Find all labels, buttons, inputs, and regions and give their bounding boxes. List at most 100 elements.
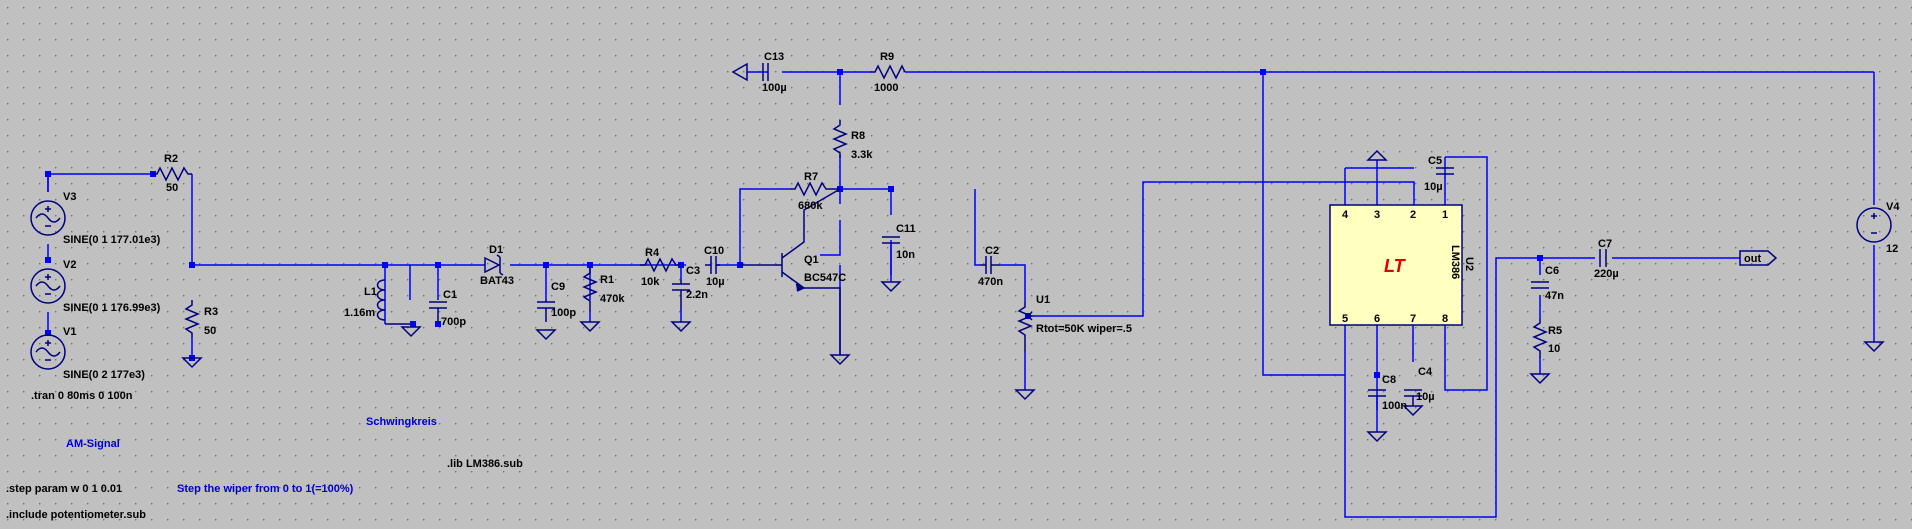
v3-ref: V3	[63, 191, 76, 203]
c2-value: 470n	[978, 276, 1003, 288]
capacitor-c2[interactable]	[980, 256, 1000, 274]
capacitor-c5[interactable]	[1436, 167, 1454, 175]
comment-schwingkreis: Schwingkreis	[366, 416, 437, 428]
c7-ref: C7	[1598, 238, 1612, 250]
u1-ref: U1	[1036, 294, 1050, 306]
v3-value: SINE(0 1 177.01e3)	[63, 234, 161, 246]
inductor-l1[interactable]	[376, 279, 411, 325]
r7-value: 680k	[798, 200, 823, 212]
u2-pin-6: 6	[1374, 313, 1380, 325]
r3-ref: R3	[204, 306, 218, 318]
v4-value: 12	[1886, 243, 1898, 255]
voltage-source-v1[interactable]	[30, 334, 66, 370]
arrow-left-icon	[731, 62, 748, 82]
ground-icon	[181, 357, 203, 369]
c3-value: 2.2n	[686, 289, 708, 301]
c1-value: 700p	[441, 316, 466, 328]
capacitor-c4[interactable]	[1404, 389, 1422, 406]
ground-icon	[1366, 149, 1388, 161]
c6-ref: C6	[1545, 265, 1559, 277]
c13-value: 100µ	[762, 82, 787, 94]
capacitor-c10[interactable]	[705, 256, 720, 274]
net-label-out[interactable]: out	[1739, 250, 1778, 266]
capacitor-c7[interactable]	[1599, 249, 1607, 267]
c9-ref: C9	[551, 281, 565, 293]
r7-ref: R7	[804, 171, 818, 183]
component-labels: V3 SINE(0 1 177.01e3) V2 SINE(0 1 176.99…	[63, 51, 1900, 412]
v4-ref: V4	[1886, 201, 1900, 213]
resistor-r2[interactable]	[152, 166, 192, 182]
u2-pin-5: 5	[1342, 313, 1348, 325]
c4-value: 10µ	[1416, 391, 1435, 403]
transistor-q1[interactable]	[740, 188, 841, 355]
c1-ref: C1	[443, 289, 457, 301]
resistor-r9[interactable]	[870, 64, 906, 80]
c4-ref: C4	[1418, 366, 1433, 378]
r4-value: 10k	[641, 276, 660, 288]
r8-value: 3.3k	[851, 149, 873, 161]
resistor-r4[interactable]	[640, 257, 681, 273]
u2-value: LM386	[1449, 245, 1461, 279]
resistor-r3[interactable]	[184, 300, 200, 338]
r1-ref: R1	[600, 274, 614, 286]
resistor-r5[interactable]	[1532, 318, 1548, 358]
u2-ref: U2	[1463, 257, 1475, 271]
comment-am-signal: AM-Signal	[66, 438, 120, 450]
v2-value: SINE(0 1 176.99e3)	[63, 302, 161, 314]
r5-ref: R5	[1548, 325, 1562, 337]
directive-step: .step param w 0 1 0.01	[6, 483, 122, 495]
voltage-source-v3[interactable]	[30, 200, 66, 236]
d1-ref: D1	[489, 244, 503, 256]
ground-icon	[535, 329, 557, 341]
u1-value: Rtot=50K wiper=.5	[1036, 323, 1132, 335]
capacitor-c9[interactable]	[537, 300, 555, 322]
capacitor-c13[interactable]	[762, 63, 769, 81]
wiper-arrow-icon	[1026, 311, 1035, 321]
r2-value: 50	[166, 182, 178, 194]
resistor-r8[interactable]	[832, 120, 848, 158]
r4-ref: R4	[645, 247, 660, 259]
l1-value: 1.16m	[344, 307, 375, 319]
r9-value: 1000	[874, 82, 898, 94]
d1-value: BAT43	[480, 275, 514, 287]
capacitor-c6[interactable]	[1531, 281, 1549, 289]
ground-icon	[670, 321, 692, 333]
l1-ref: L1	[364, 286, 377, 298]
u2-pin-3: 3	[1374, 209, 1380, 221]
ground-icon	[400, 326, 422, 338]
voltage-source-v2[interactable]	[30, 268, 66, 304]
voltage-source-v4[interactable]	[1856, 207, 1892, 243]
v2-ref: V2	[63, 259, 76, 271]
c13-ref: C13	[764, 51, 784, 63]
potentiometer-u1[interactable]	[1017, 302, 1033, 352]
c2-ref: C2	[985, 245, 999, 257]
c5-value: 10µ	[1424, 181, 1443, 193]
ground-icon	[1863, 341, 1885, 353]
capacitor-c3[interactable]	[672, 280, 690, 310]
ground-icon	[579, 321, 601, 333]
annotations: AM-Signal Schwingkreis Step the wiper fr…	[6, 390, 523, 521]
c5-ref: C5	[1428, 155, 1442, 167]
c9-value: 100p	[551, 307, 576, 319]
ic-u2[interactable]: LT 4 3 2 1 5 6 7 8 LM386 U2	[1329, 204, 1475, 326]
resistor-r7[interactable]	[790, 181, 840, 197]
r1-value: 470k	[600, 293, 625, 305]
c8-ref: C8	[1382, 374, 1396, 386]
v1-value: SINE(0 2 177e3)	[63, 369, 145, 381]
ground-icon	[1402, 405, 1424, 417]
r3-value: 50	[204, 325, 216, 337]
capacitor-c1[interactable]	[429, 300, 447, 324]
directive-tran: .tran 0 80ms 0 100n	[31, 390, 133, 402]
q1-ref: Q1	[804, 254, 819, 266]
u2-pin-4: 4	[1342, 209, 1349, 221]
c11-value: 10n	[896, 249, 915, 261]
q1-value: BC547C	[804, 272, 846, 284]
c10-ref: C10	[704, 245, 724, 257]
r8-ref: R8	[851, 130, 865, 142]
diode-d1[interactable]	[484, 254, 504, 276]
u2-pin-2: 2	[1410, 209, 1416, 221]
resistor-r1[interactable]	[582, 268, 598, 312]
c7-value: 220µ	[1594, 268, 1619, 280]
ground-icon	[829, 354, 851, 366]
